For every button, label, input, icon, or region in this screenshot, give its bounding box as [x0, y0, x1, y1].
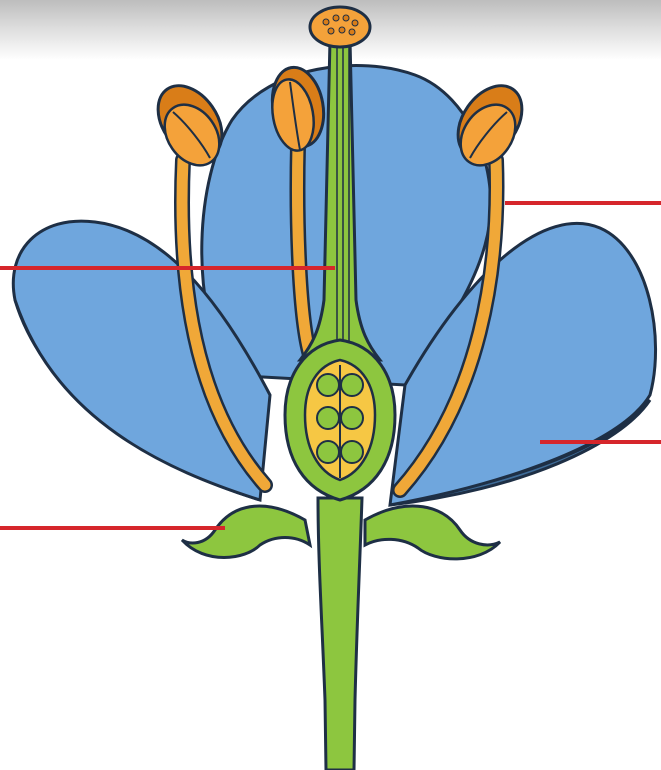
sepal-left	[182, 506, 310, 557]
stigma	[310, 7, 370, 47]
sepal-right	[365, 506, 500, 559]
stem	[318, 498, 362, 770]
